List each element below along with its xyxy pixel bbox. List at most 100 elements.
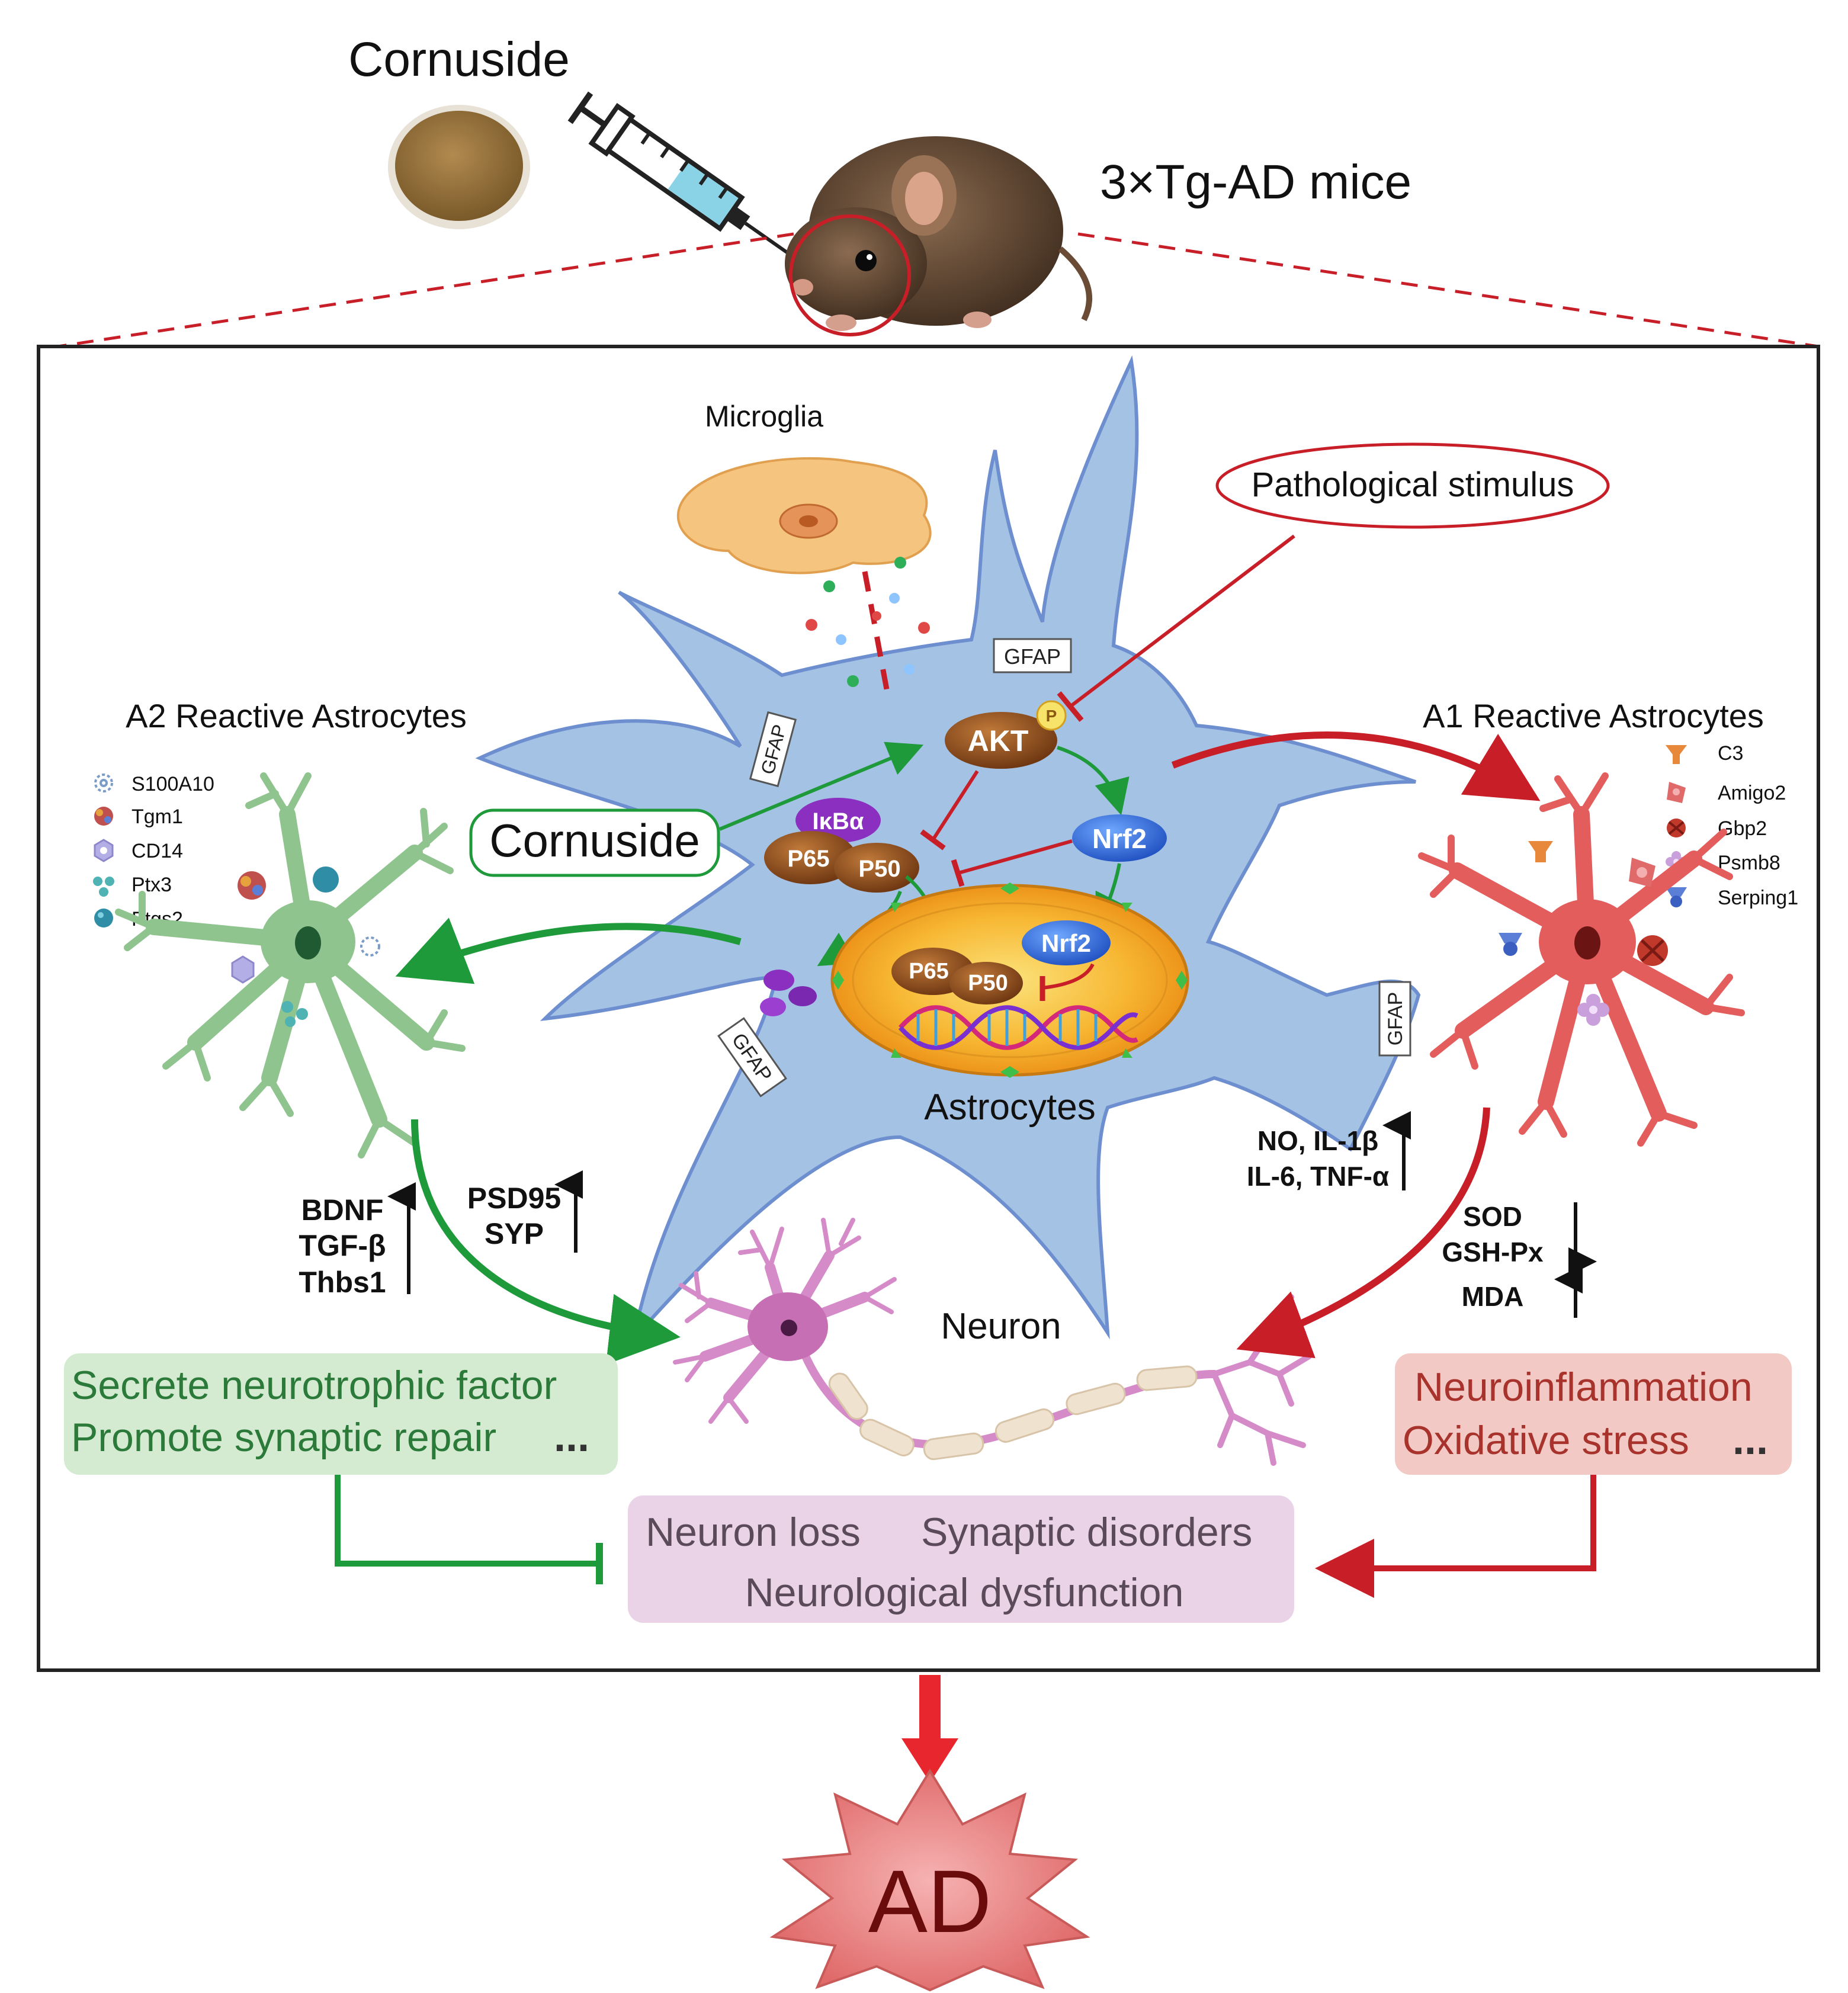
a1-to-neuron-arrow	[1236, 1107, 1490, 1359]
gfap-tag-right: GFAP	[1378, 981, 1411, 1057]
brain-focus-circle	[789, 214, 911, 336]
stimulus-inhibition	[1057, 534, 1295, 722]
nrf2-inhibits-p65	[1040, 963, 1095, 1001]
cytokine-dots	[806, 557, 930, 687]
amigo2-icon	[1667, 782, 1686, 803]
myelin-sheath	[828, 1365, 1198, 1461]
cornuside-label: Cornuside	[489, 814, 700, 866]
a1-effect-line: Oxidative stress	[1403, 1418, 1689, 1463]
nuclear-nrf2-label: Nrf2	[1041, 929, 1091, 957]
p50-label: P50	[858, 856, 900, 882]
a1-marker-item: Serping1	[1666, 887, 1798, 909]
akt-label: AKT	[968, 724, 1029, 758]
a2-effect-line: Secrete neurotrophic factor	[71, 1363, 557, 1408]
a1-marker-label: Gbp2	[1718, 817, 1767, 840]
zoom-line-right	[1077, 232, 1819, 348]
a2-effect-inhibits-outcome	[335, 1475, 603, 1584]
neuron-nucleus	[781, 1320, 797, 1336]
a2-factor: BDNF	[301, 1193, 384, 1227]
c3-icon	[1666, 745, 1687, 764]
a2-marker-label: S100A10	[131, 773, 214, 795]
a1-secreted-markers	[1499, 841, 1668, 1026]
phospho-label: P	[1046, 707, 1057, 725]
outcome-synaptic-disorders: Synaptic disorders	[921, 1510, 1252, 1555]
a1-cell-nucleus	[1574, 926, 1600, 959]
gbp2-icon	[1667, 819, 1686, 837]
a2-cell-nucleus	[295, 926, 321, 959]
a1-cytokine: NO, IL-1β	[1257, 1125, 1378, 1156]
degraded-ikba-fragments	[760, 970, 817, 1016]
a1-effect-box: Neuroinflammation Oxidative stress ...	[1395, 1353, 1792, 1475]
ptx3-icon	[93, 877, 114, 897]
s100a10-icon	[94, 774, 113, 792]
outcome-to-ad-arrow	[901, 1675, 958, 1783]
stimulus-node: Pathological stimulus	[1215, 442, 1610, 529]
cd14-icon	[94, 839, 114, 862]
microglia-cell: Microglia	[676, 400, 932, 699]
p65-label: P65	[787, 846, 829, 872]
ad-burst-icon	[769, 1769, 1090, 1992]
astrocyte-to-a2-arrow	[395, 917, 742, 984]
astrocyte-to-a1-arrow	[1171, 731, 1541, 801]
outcome-neurological-dysfunction: Neurological dysfunction	[745, 1570, 1184, 1615]
a2-title: A2 Reactive Astrocytes	[126, 697, 467, 734]
a2-marker-label: Ptx3	[131, 874, 172, 896]
ikba-label: IκBα	[813, 808, 864, 835]
ad-label: AD	[868, 1851, 992, 1951]
microglia-label: Microglia	[705, 400, 823, 433]
astrocyte-label: Astrocytes	[924, 1087, 1095, 1128]
a1-effect-ellipsis: ...	[1732, 1416, 1768, 1464]
akt-to-nrf2-arrow	[1057, 746, 1130, 816]
a2-secreted-markers	[231, 866, 380, 1027]
akt-node: AKT P	[945, 700, 1067, 769]
a1-marker-item: Gbp2	[1667, 817, 1767, 840]
header: Cornuside	[38, 33, 1819, 351]
a2-factor-list: BDNF TGF-β Thbs1	[299, 1193, 386, 1299]
gfap-label: GFAP	[1004, 644, 1061, 669]
a1-antioxidant: GSH-Px	[1442, 1237, 1544, 1267]
a1-effect-to-outcome-arrow	[1315, 1475, 1596, 1598]
serping1-icon	[1666, 887, 1687, 907]
a1-marker-label: Serping1	[1718, 887, 1798, 909]
ptgs2-icon	[94, 909, 113, 928]
a2-effect-ellipsis: ...	[554, 1413, 589, 1461]
a2-marker-label: CD14	[131, 840, 183, 862]
a1-cytokine: IL-6, TNF-α	[1247, 1161, 1389, 1192]
nfkb-complex: IκBα P65 P50	[764, 798, 919, 893]
zoom-line-left	[38, 232, 794, 351]
outcome-neuron-loss: Neuron loss	[646, 1510, 861, 1555]
a1-oxidant: MDA	[1462, 1281, 1524, 1312]
a1-cytokine-list: NO, IL-1β IL-6, TNF-α	[1247, 1125, 1389, 1192]
a2-marker-item: Ptx3	[93, 874, 172, 897]
microglia-secretion-line	[862, 571, 891, 699]
neuron-cell	[673, 1218, 1312, 1466]
synapse-marker: SYP	[485, 1217, 544, 1250]
synapse-marker-list: PSD95 SYP	[467, 1182, 561, 1250]
synapse-marker: PSD95	[467, 1182, 561, 1215]
nuclear-pore-icons	[832, 882, 1188, 1078]
neuron-label: Neuron	[941, 1306, 1061, 1347]
gfap-tag-top: GFAP	[993, 638, 1072, 673]
nrf2-node: Nrf2	[1072, 814, 1167, 862]
a1-marker-label: Psmb8	[1718, 852, 1780, 874]
a2-factor: Thbs1	[299, 1266, 386, 1299]
a1-effect-line: Neuroinflammation	[1414, 1365, 1753, 1410]
nucleus: P65 P50 Nrf2	[830, 882, 1189, 1078]
a2-marker-item: S100A10	[94, 773, 214, 795]
phospho-icon	[1036, 700, 1067, 731]
nrf2-inhibits-nfkb	[951, 839, 1073, 887]
a2-marker-item: CD14	[94, 839, 183, 862]
syringe-icon	[567, 91, 795, 259]
stimulus-label: Pathological stimulus	[1252, 466, 1574, 504]
powder-dish-icon	[388, 105, 530, 229]
outcome-box: Neuron loss Synaptic disorders Neurologi…	[628, 1495, 1294, 1623]
nuclear-p50-label: P50	[968, 971, 1008, 996]
a1-title: A1 Reactive Astrocytes	[1423, 697, 1764, 734]
cornuside-to-akt-arrow	[718, 742, 924, 831]
tgm1-icon	[94, 807, 113, 826]
a2-factor: TGF-β	[299, 1229, 386, 1262]
nuclear-p65-label: P65	[909, 959, 949, 984]
a1-antioxidant: SOD	[1463, 1201, 1522, 1232]
a1-marker-item: Amigo2	[1667, 782, 1786, 804]
